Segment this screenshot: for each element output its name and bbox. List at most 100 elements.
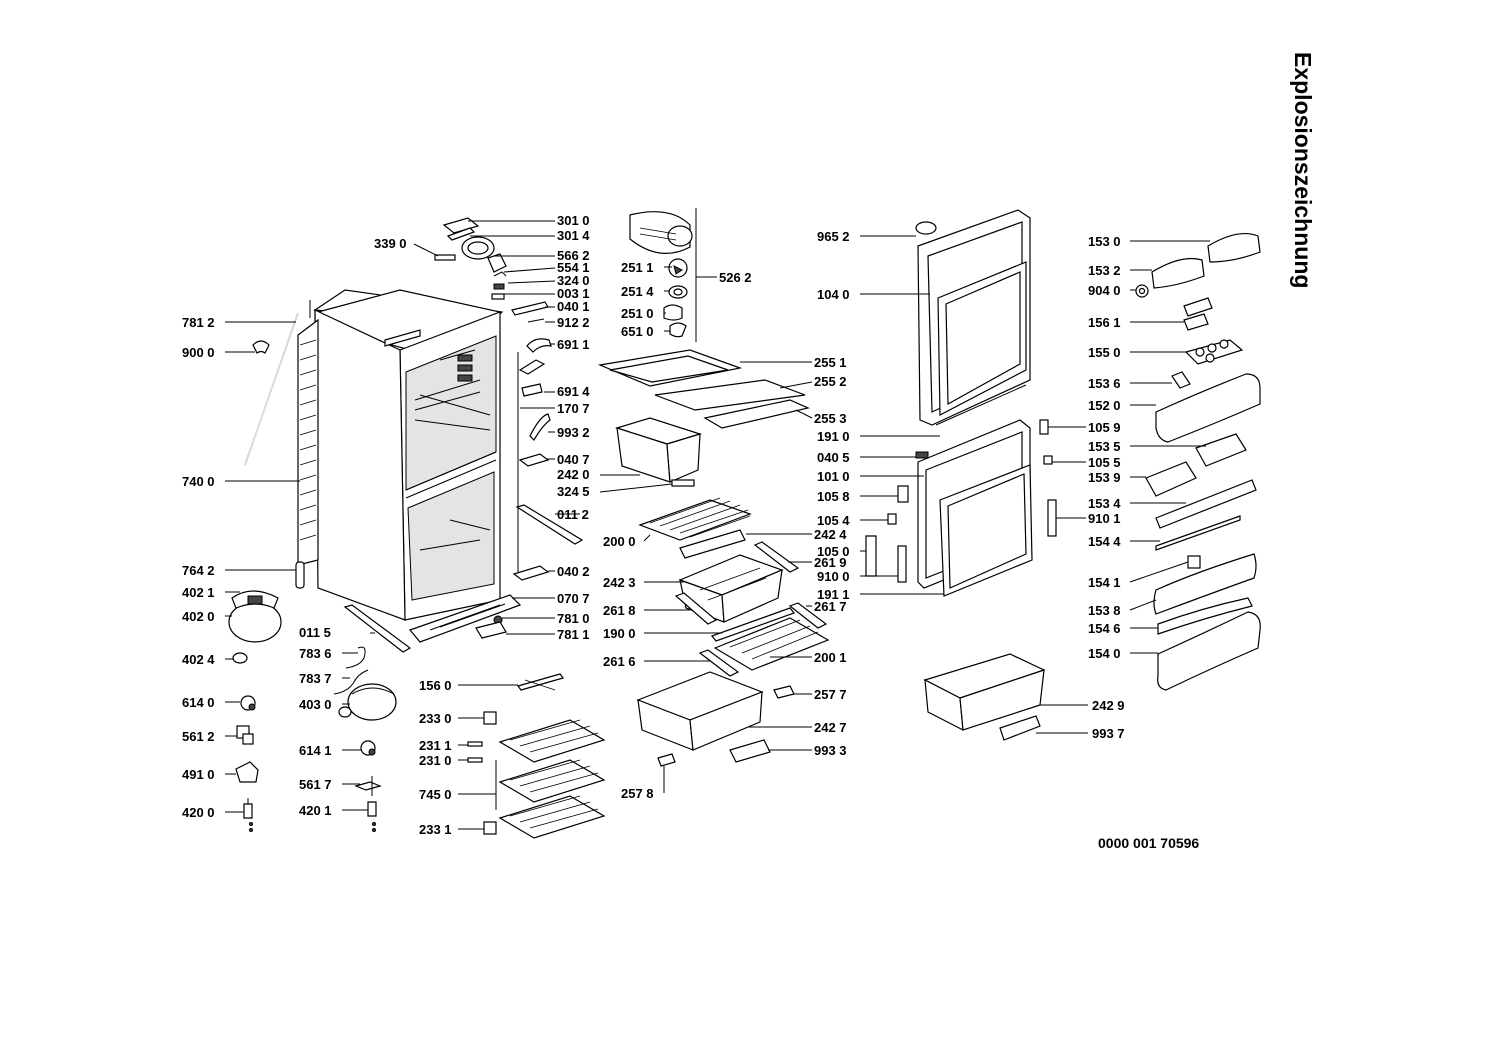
callout-155-0: 155 0 [1088,345,1121,360]
callout-614-0: 614 0 [182,695,215,710]
callout-403-0: 403 0 [299,697,332,712]
callout-257-8: 257 8 [621,786,654,801]
callout-105-8: 105 8 [817,489,850,504]
callout-105-4: 105 4 [817,513,850,528]
callout-740-0: 740 0 [182,474,215,489]
callout-154-4: 154 4 [1088,534,1121,549]
callout-233-1: 233 1 [419,822,452,837]
callout-402-1: 402 1 [182,585,215,600]
callout-153-8: 153 8 [1088,603,1121,618]
callout-040-1: 040 1 [557,299,590,314]
callout-783-7: 783 7 [299,671,332,686]
callout-154-1: 154 1 [1088,575,1121,590]
callout-910-0: 910 0 [817,569,850,584]
callout-242-9: 242 9 [1092,698,1125,713]
condenser-drawing [297,300,319,566]
callout-691-1: 691 1 [557,337,590,352]
callout-040-2: 040 2 [557,564,590,579]
callout-339-0: 339 0 [374,236,407,251]
callout-651-0: 651 0 [621,324,654,339]
callout-242-0: 242 0 [557,467,590,482]
callout-255-1: 255 1 [814,355,847,370]
callout-003-1: 003 1 [557,286,590,301]
callout-301-4: 301 4 [557,228,590,243]
callout-154-0: 154 0 [1088,646,1121,661]
callout-255-2: 255 2 [814,374,847,389]
callout-251-1: 251 1 [621,260,654,275]
callout-745-0: 745 0 [419,787,452,802]
callout-153-6: 153 6 [1088,376,1121,391]
callout-783-6: 783 6 [299,646,332,661]
callout-561-7: 561 7 [299,777,332,792]
callout-011-5: 011 5 [299,625,331,640]
callout-231-1: 231 1 [419,738,452,753]
callout-912-2: 912 2 [557,315,590,330]
callout-233-0: 233 0 [419,711,452,726]
callout-566-2: 566 2 [557,248,590,263]
callout-152-0: 152 0 [1088,398,1121,413]
callout-156-1: 156 1 [1088,315,1121,330]
callout-965-2: 965 2 [817,229,850,244]
callout-764-2: 764 2 [182,563,215,578]
callout-153-9: 153 9 [1088,470,1121,485]
callout-191-0: 191 0 [817,429,850,444]
callout-153-4: 153 4 [1088,496,1121,511]
callout-561-2: 561 2 [182,729,215,744]
callout-153-0: 153 0 [1088,234,1121,249]
callout-200-0: 200 0 [603,534,636,549]
callout-231-0: 231 0 [419,753,452,768]
callout-105-9: 105 9 [1088,420,1121,435]
callout-993-7: 993 7 [1092,726,1125,741]
callout-324-0: 324 0 [557,273,590,288]
callout-251-0: 251 0 [621,306,654,321]
document-number: 0000 001 70596 [1098,835,1200,851]
callout-554-1: 554 1 [557,260,590,275]
callout-402-4: 402 4 [182,652,215,667]
callout-242-3: 242 3 [603,575,636,590]
callout-200-1: 200 1 [814,650,847,665]
callout-526-2: 526 2 [719,270,752,285]
callout-257-7: 257 7 [814,687,847,702]
callout-190-0: 190 0 [603,626,636,641]
callout-491-0: 491 0 [182,767,215,782]
callout-261-9: 261 9 [814,555,847,570]
callout-261-8: 261 8 [603,603,636,618]
callout-614-1: 614 1 [299,743,332,758]
callout-105-0: 105 0 [817,544,850,559]
callout-153-2: 153 2 [1088,263,1121,278]
callout-242-4: 242 4 [814,527,847,542]
callout-040-5: 040 5 [817,450,850,465]
callout-420-0: 420 0 [182,805,215,820]
callout-070-7: 070 7 [557,591,590,606]
callout-910-1: 910 1 [1088,511,1121,526]
cabinet-drawing [313,289,522,643]
callout-904-0: 904 0 [1088,283,1121,298]
callout-402-0: 402 0 [182,609,215,624]
callout-420-1: 420 1 [299,803,332,818]
callout-301-0: 301 0 [557,213,590,228]
callout-781-0: 781 0 [557,611,590,626]
callout-691-4: 691 4 [557,384,590,399]
callout-104-0: 104 0 [817,287,850,302]
callout-153-5: 153 5 [1088,439,1121,454]
callout-255-3: 255 3 [814,411,847,426]
callout-993-2: 993 2 [557,425,590,440]
part-number-callouts: 301 0 301 4 339 0 566 2 554 1 324 0 003 … [182,213,1125,837]
callout-993-3: 993 3 [814,743,847,758]
callout-170-7: 170 7 [557,401,590,416]
callout-781-1: 781 1 [557,627,590,642]
callout-191-1: 191 1 [817,587,850,602]
callout-105-5: 105 5 [1088,455,1121,470]
callout-101-0: 101 0 [817,469,850,484]
callout-154-6: 154 6 [1088,621,1121,636]
callout-011-2: 011 2 [557,507,589,522]
callout-040-7: 040 7 [557,452,590,467]
leader-lines [225,220,1210,830]
callout-242-7: 242 7 [814,720,847,735]
callout-781-2: 781 2 [182,315,215,330]
callout-324-5: 324 5 [557,484,590,499]
callout-900-0: 900 0 [182,345,215,360]
callout-156-0: 156 0 [419,678,452,693]
part-drawings [228,208,1261,839]
